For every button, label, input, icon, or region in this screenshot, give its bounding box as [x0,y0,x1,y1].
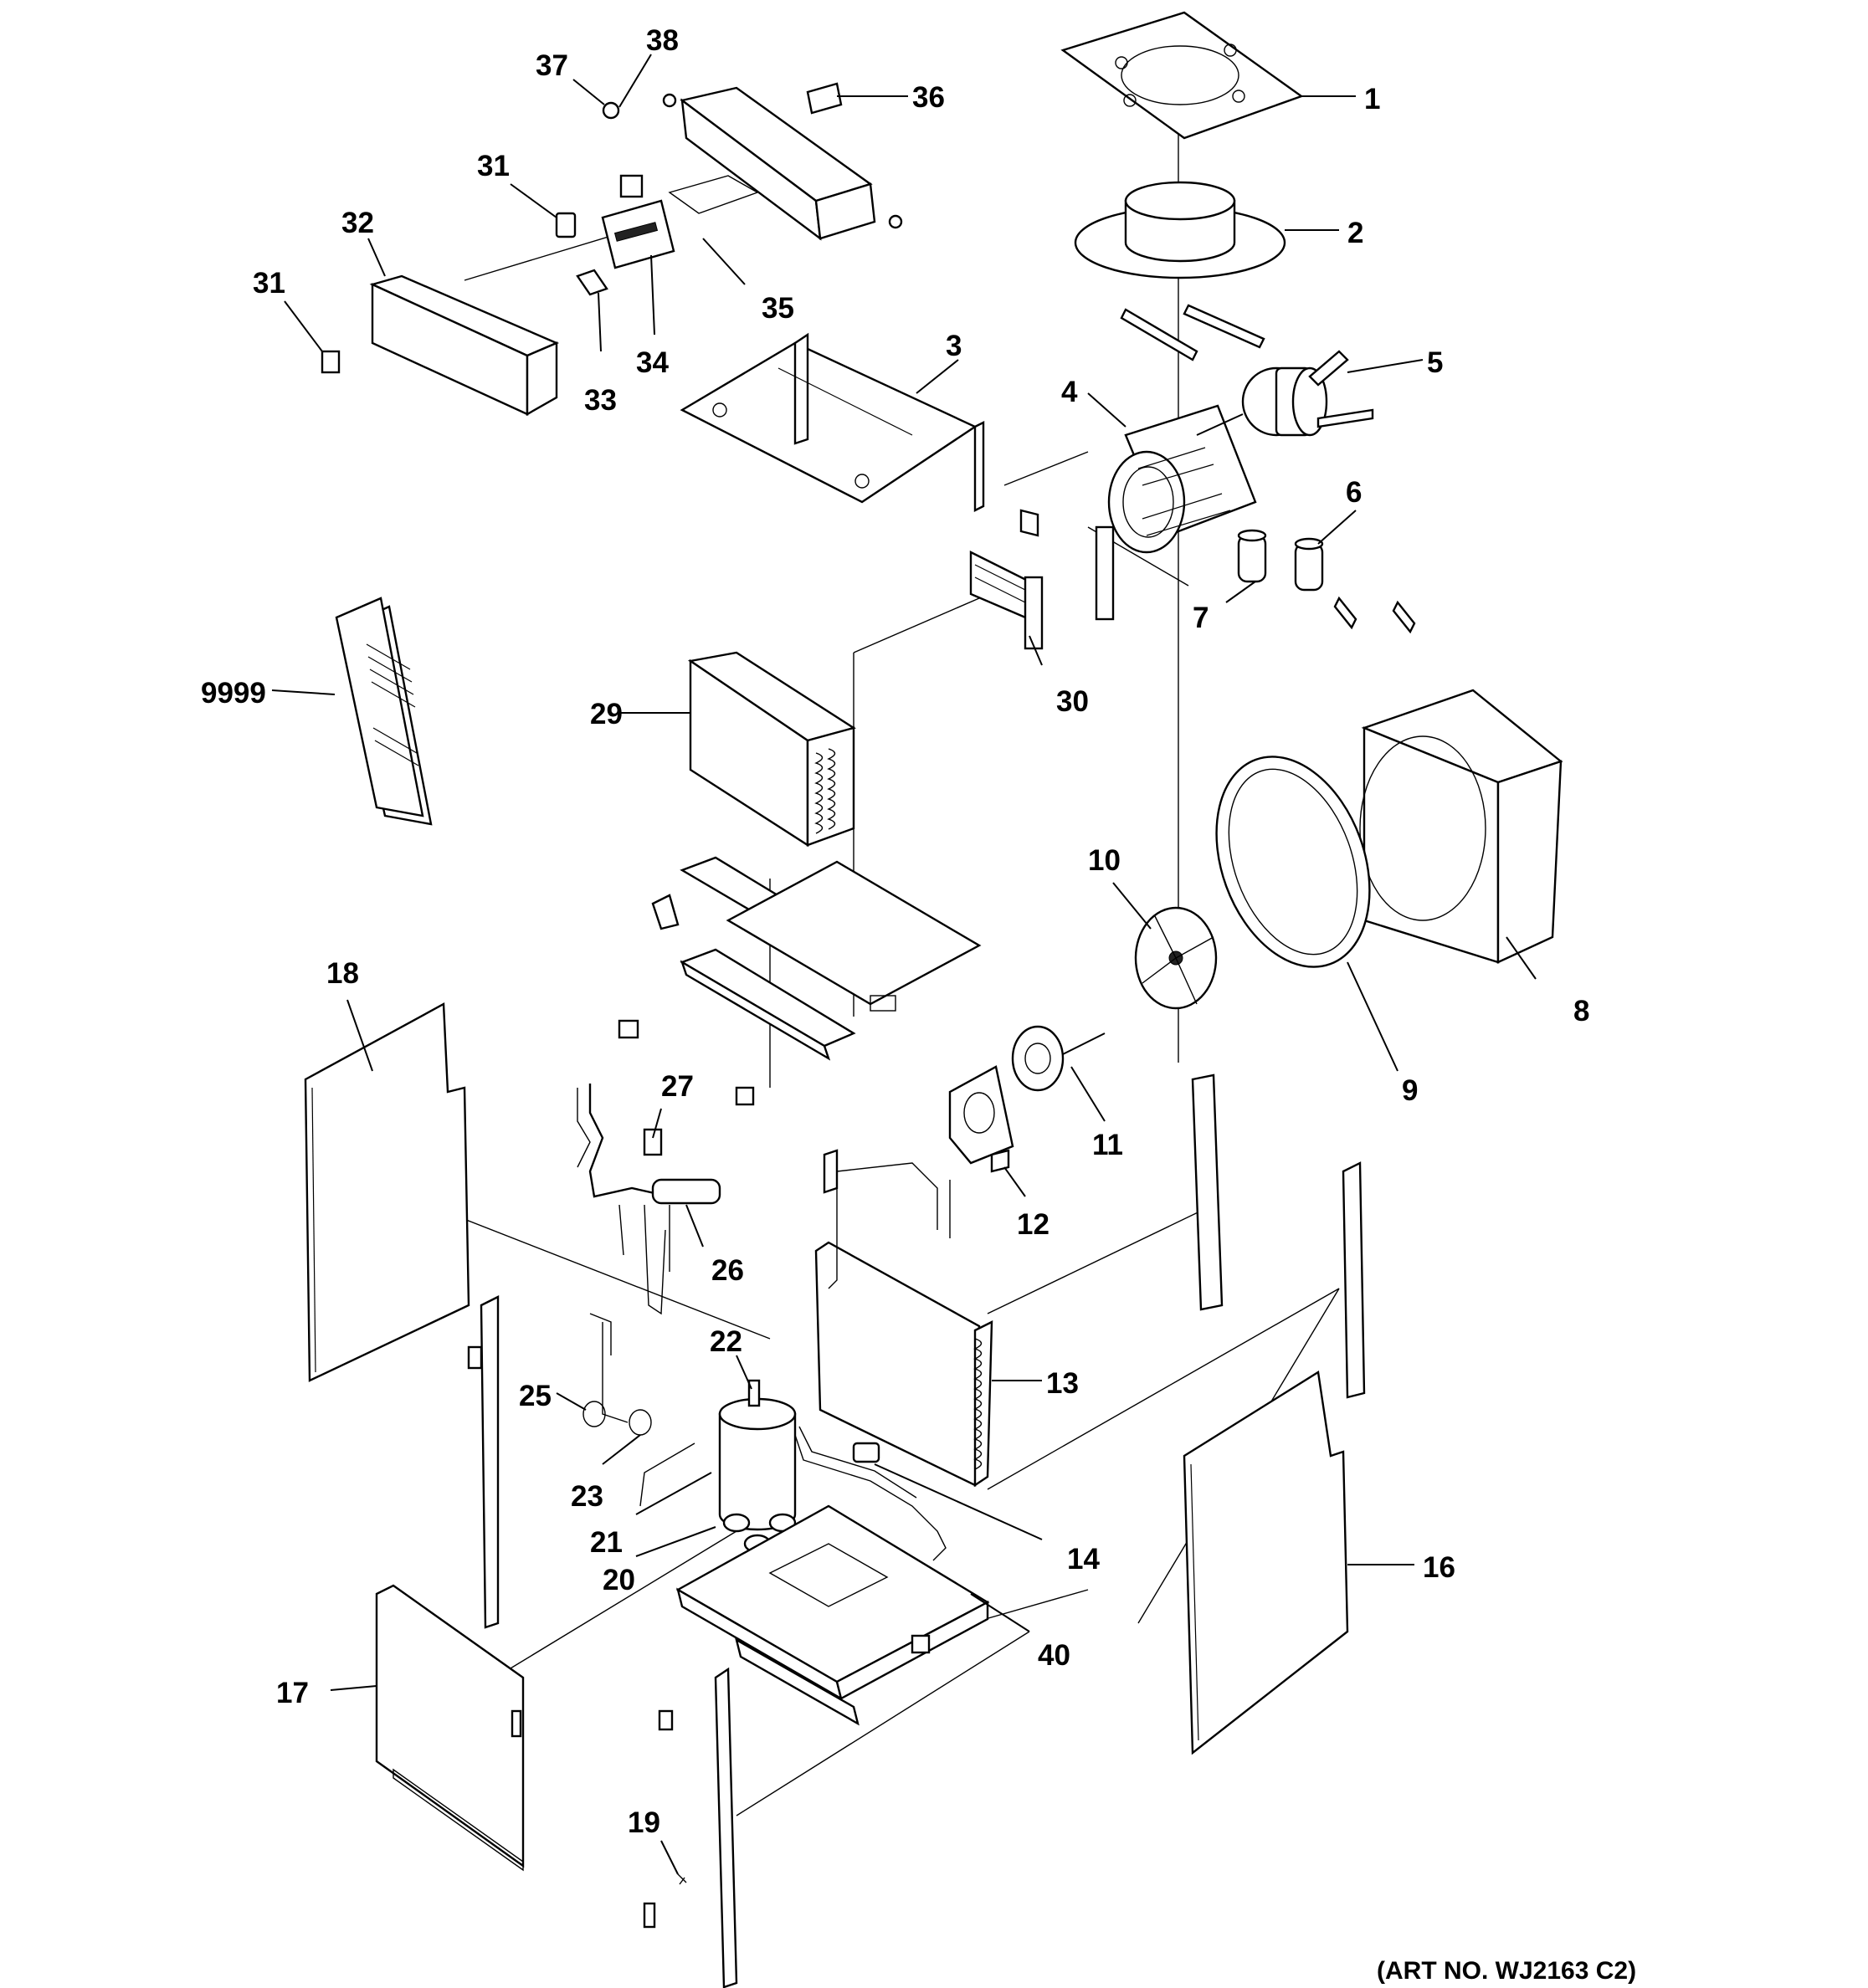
part-fan-blade [1134,906,1218,1010]
callout-8: 8 [1573,995,1589,1027]
callout-11: 11 [1092,1129,1123,1161]
callout-38: 38 [646,24,679,57]
part-base-pan [675,1504,990,1726]
callout-13: 13 [1046,1367,1079,1400]
part-blower-housing [1095,304,1265,621]
callout-6: 6 [1346,476,1362,509]
callout-5: 5 [1427,346,1443,379]
part-evaporator-coil [687,651,856,848]
part-blower-motor [1196,350,1374,437]
part-tubing [794,1426,947,1561]
callout-leaders [271,54,1537,1875]
callout-36: 36 [912,81,945,114]
part-fan-motor [1011,1025,1106,1092]
callout-27: 27 [661,1070,694,1103]
callout-35: 35 [762,292,794,325]
callout-1: 1 [1364,83,1380,115]
callout-10: 10 [1088,844,1121,877]
part-deck-pan [651,856,982,1061]
callout-32: 32 [341,207,374,239]
callout-22: 22 [710,1325,742,1358]
part-collar-ring [1074,181,1286,279]
part-top-tray [680,332,985,512]
part-capacitors [1237,529,1416,634]
callout-7: 7 [1193,602,1209,634]
callout-4: 4 [1061,376,1078,408]
part-corner-post-front [643,1667,738,1988]
callout-12: 12 [1017,1208,1049,1241]
callout-20: 20 [603,1564,635,1596]
part-right-panel [1183,1371,1349,1755]
callout-40: 40 [1038,1639,1070,1672]
callout-25: 25 [519,1380,552,1412]
callout-14: 14 [1067,1543,1100,1576]
callout-33: 33 [584,384,617,417]
callout-16: 16 [1423,1551,1455,1584]
callout-37: 37 [536,49,568,82]
part-small-controls [321,93,903,417]
part-front-left-panel [375,1584,525,1872]
part-reversing-valve [577,1019,755,1315]
callout-9: 9 [1402,1074,1418,1107]
callout-29: 29 [590,698,623,730]
part-condenser-coil [814,1149,993,1488]
part-top-plate [1060,11,1304,140]
part-motor-bracket [948,1065,1014,1173]
callout-3: 3 [946,330,962,362]
part-front-grille [335,597,433,826]
callout-17: 17 [276,1677,309,1709]
part-corner-post-left [467,1295,500,1629]
callout-21: 21 [590,1526,623,1559]
part-heater-bracket [969,509,1044,650]
part-corner-posts-right [1191,1073,1366,1399]
callout-2: 2 [1347,217,1363,249]
callout-9999: 9999 [201,677,266,710]
callout-18: 18 [326,957,359,990]
part-left-panel [304,1002,470,1382]
callout-26: 26 [711,1254,744,1287]
callout-34: 34 [636,346,669,379]
part-compressor [582,1313,797,1554]
callout-labels: 1 2 3 4 5 6 7 8 9 10 11 12 13 14 16 17 1… [201,24,1589,1839]
part-orifice-ring [1215,756,1371,968]
callout-23: 23 [571,1480,603,1513]
part-fan-shroud [1359,689,1563,964]
callout-31-lower: 31 [253,267,285,300]
art-number-label: (ART NO. WJ2163 C2) [1377,1957,1636,1985]
callout-31-upper: 31 [477,150,510,182]
part-control-box [668,82,876,241]
callout-19: 19 [628,1806,660,1839]
callout-30: 30 [1056,685,1089,718]
